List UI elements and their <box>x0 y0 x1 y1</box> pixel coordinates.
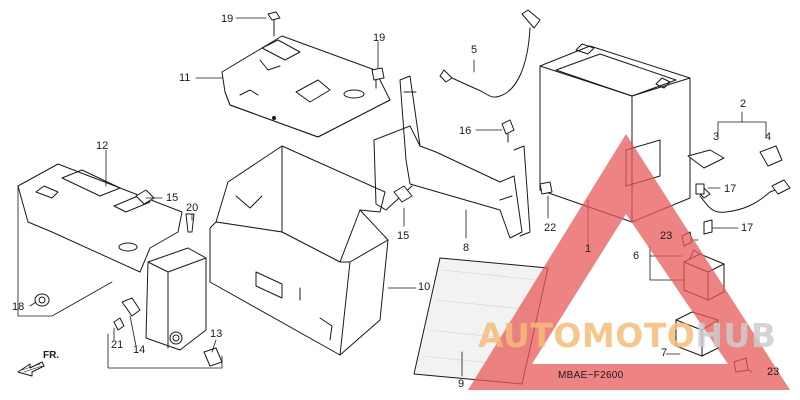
battery-cover-part <box>221 35 391 138</box>
callout-8: 8 <box>463 242 470 254</box>
callout-15: 15 <box>166 192 179 204</box>
callout-10: 10 <box>418 281 431 293</box>
watermark-text-part2: HUB <box>695 316 777 355</box>
front-direction-label: FR. <box>43 350 60 361</box>
callout-3: 3 <box>713 131 720 143</box>
battery-case-part <box>209 145 389 356</box>
battery-holder-part <box>17 163 207 351</box>
callout-22: 22 <box>544 222 557 234</box>
callout-16: 16 <box>459 125 472 137</box>
callout-14: 14 <box>133 344 146 356</box>
callout-9: 9 <box>458 378 465 390</box>
callout-17: 17 <box>741 222 754 234</box>
callout-20: 20 <box>186 202 199 214</box>
callout-11: 11 <box>179 72 191 84</box>
callout-21: 21 <box>111 339 124 351</box>
watermark-logo-text: AUTOMOTOHUB <box>478 318 776 354</box>
callout-19: 19 <box>373 32 386 44</box>
callout-17: 17 <box>724 183 737 195</box>
sub-cable-part <box>439 9 541 98</box>
callout-15: 15 <box>397 230 410 242</box>
callout-1: 1 <box>585 243 592 255</box>
callout-13: 13 <box>210 328 223 340</box>
battery-stay-part <box>373 75 531 239</box>
callout-7: 7 <box>661 347 668 359</box>
callout-19: 19 <box>221 13 234 25</box>
callout-12: 12 <box>96 140 109 152</box>
watermark-triangle-logo <box>468 134 790 390</box>
callout-23: 23 <box>660 230 673 242</box>
watermark-text-part1: AUTOMOTO <box>478 316 696 355</box>
callout-18: 18 <box>12 301 25 313</box>
callout-6: 6 <box>633 250 640 262</box>
callout-2: 2 <box>740 98 747 110</box>
callout-23: 23 <box>767 366 780 378</box>
battery-cable-part <box>687 145 791 213</box>
callout-4: 4 <box>765 131 772 143</box>
front-direction-arrow <box>17 361 45 377</box>
callout-5: 5 <box>471 44 478 56</box>
diagram-code: MBAE−F2600 <box>558 370 624 381</box>
